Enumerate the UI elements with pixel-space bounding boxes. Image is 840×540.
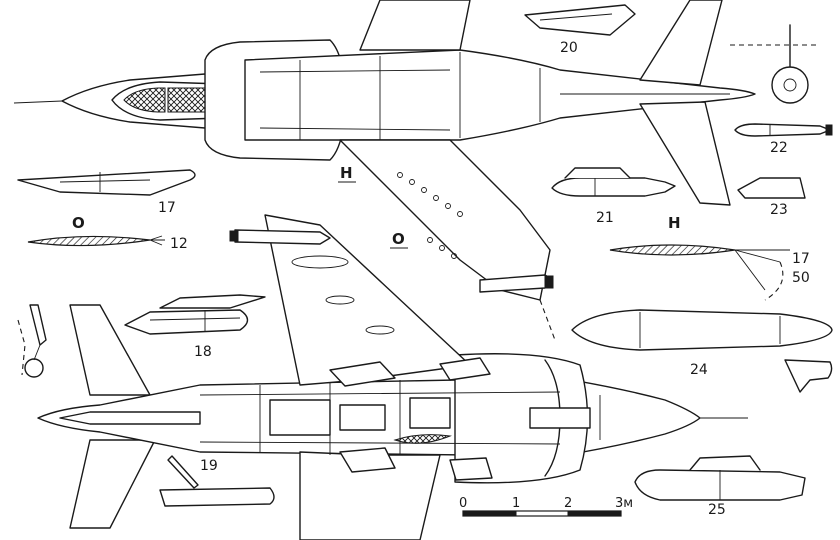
- label-22: 22: [770, 140, 788, 156]
- detail-24-drop-tank: [571, 309, 833, 351]
- label-12: 12: [170, 236, 188, 252]
- bottom-aircraft-planview: [37, 214, 748, 540]
- label-25: 25: [708, 502, 726, 518]
- label-section-h-right: H: [668, 214, 681, 232]
- label-21: 21: [596, 210, 614, 226]
- detail-17-50-airfoil-section: [609, 244, 790, 301]
- label-18: 18: [194, 344, 212, 360]
- label-50: 50: [792, 270, 810, 286]
- label-24: 24: [690, 362, 708, 378]
- scale-bar: 0 1 2 3м: [459, 496, 633, 517]
- detail-17-profile: [17, 169, 196, 196]
- label-section-o-left: O: [72, 214, 85, 232]
- detail-21-bomb: [551, 167, 676, 197]
- outrigger-gear-detail: [17, 304, 47, 378]
- scale-tick-2: 2: [564, 496, 572, 511]
- label-section-h-center: H: [340, 164, 353, 182]
- callout-labels: 20 22 H 17 21 23 H O O 12 17 50 18 24 19…: [72, 40, 810, 518]
- label-20: 20: [560, 40, 578, 56]
- fin-section-detail: [784, 359, 833, 393]
- detail-12-airfoil-section: [27, 235, 165, 247]
- detail-23-part: [737, 177, 806, 199]
- top-aircraft-planview: [13, 0, 756, 341]
- label-section-o-center: O: [392, 230, 405, 248]
- scale-tick-0: 0: [459, 496, 467, 511]
- detail-25-pod: [634, 455, 806, 501]
- label-23: 23: [770, 202, 788, 218]
- detail-22-missile: [734, 123, 833, 137]
- detail-19-part: [159, 455, 275, 507]
- label-17a: 17: [158, 200, 176, 216]
- detail-20-part: [524, 4, 636, 36]
- detail-18-pod: [124, 294, 266, 335]
- scale-tick-1: 1: [512, 496, 520, 511]
- label-17b: 17: [792, 251, 810, 267]
- scale-tick-3: 3м: [615, 496, 633, 511]
- nose-gear-detail: [730, 24, 820, 104]
- label-19: 19: [200, 458, 218, 474]
